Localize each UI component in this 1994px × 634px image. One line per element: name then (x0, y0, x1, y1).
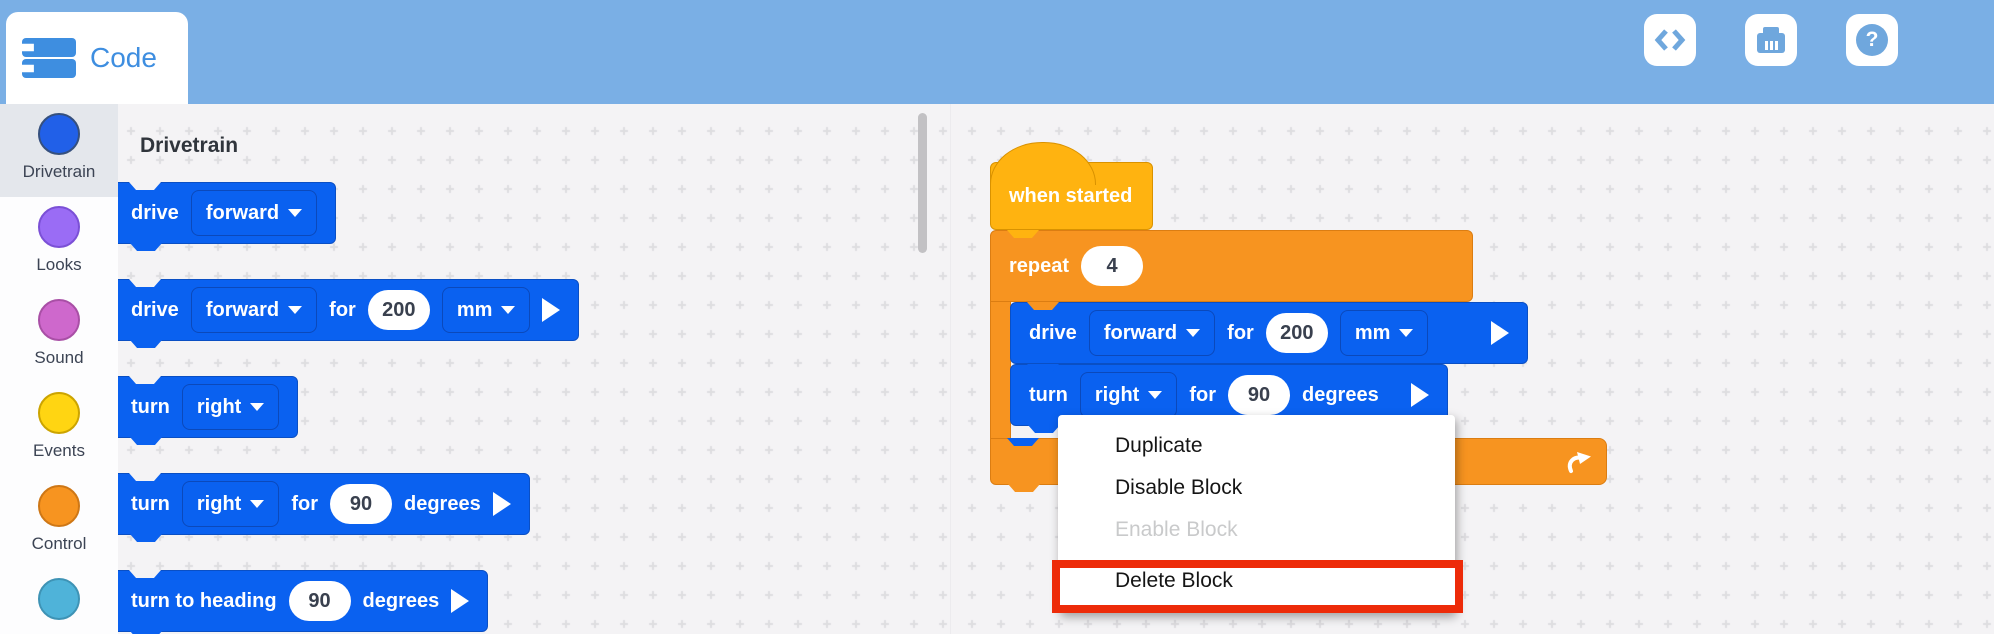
category-circle (38, 206, 80, 248)
sidebar-item-partial[interactable] (0, 569, 118, 634)
palette-block[interactable]: drive forward for 200 mm (112, 279, 580, 341)
palette-block[interactable]: turn to heading 90 degrees (112, 570, 489, 632)
dropdown-value: right (196, 395, 242, 418)
tab-code-label: Code (90, 42, 157, 73)
brain-button[interactable] (1745, 14, 1797, 66)
distance-input[interactable]: 200 (367, 290, 430, 330)
brain-icon (1756, 27, 1786, 53)
angle-input[interactable]: 90 (330, 484, 392, 524)
palette-scrollbar[interactable] (918, 113, 927, 253)
category-circle (38, 113, 80, 155)
sidebar-item-looks[interactable]: Looks (0, 197, 118, 290)
block-label: drive (131, 201, 179, 224)
tab-code[interactable]: Code (6, 12, 188, 104)
menu-item-duplicate[interactable]: Duplicate (1115, 434, 1203, 457)
play-icon[interactable] (542, 298, 561, 322)
turn-direction-dropdown[interactable]: right (1079, 372, 1178, 418)
drive-block[interactable]: drive forward for 200 mm (1010, 302, 1528, 364)
menu-item-delete-block[interactable]: Delete Block (1115, 569, 1233, 592)
caret-down-icon (288, 209, 303, 217)
unit-dropdown[interactable]: mm (441, 287, 531, 333)
dropdown-value: mm (1354, 321, 1391, 344)
caret-down-icon (288, 306, 303, 314)
play-icon[interactable] (1491, 321, 1509, 345)
menu-item-disable-block[interactable]: Disable Block (1115, 476, 1243, 499)
turn-direction-dropdown[interactable]: right (181, 481, 280, 527)
caret-down-icon (1399, 329, 1414, 337)
direction-dropdown[interactable]: forward (190, 287, 318, 333)
caret-down-icon (250, 500, 265, 508)
block-label: turn (1029, 383, 1068, 406)
dropdown-value: mm (456, 298, 493, 321)
caret-down-icon (250, 403, 265, 411)
repeat-count-input[interactable]: 4 (1081, 246, 1144, 286)
category-label: Control (31, 534, 87, 553)
caret-down-icon (1148, 391, 1163, 399)
play-icon[interactable] (492, 492, 511, 516)
block-label: degrees (1302, 383, 1379, 406)
code-view-button[interactable] (1644, 14, 1696, 66)
block-label: degrees (362, 589, 440, 612)
menu-item-enable-block: Enable Block (1115, 518, 1238, 541)
play-icon[interactable] (1411, 383, 1429, 407)
dropdown-value: forward (205, 298, 280, 321)
block-label: degrees (404, 492, 481, 515)
category-label: Sound (34, 348, 84, 367)
question-mark-icon: ? (1856, 24, 1888, 56)
palette-heading: Drivetrain (140, 134, 239, 157)
caret-down-icon (501, 306, 516, 314)
palette-block[interactable]: turn right (112, 376, 299, 438)
block-label: repeat (1009, 254, 1070, 277)
block-label: turn (131, 492, 170, 515)
block-label: drive (1029, 321, 1077, 344)
angle-brackets-icon (1654, 29, 1686, 51)
heading-input[interactable]: 90 (288, 581, 351, 621)
category-label: Events (33, 441, 85, 460)
category-circle (38, 578, 80, 620)
dropdown-value: forward (205, 201, 280, 224)
dropdown-value: right (1094, 383, 1140, 406)
category-circle (38, 299, 80, 341)
block-label: for (1189, 383, 1216, 406)
play-icon[interactable] (451, 589, 470, 613)
direction-dropdown[interactable]: forward (1088, 310, 1216, 356)
block-label: for (329, 298, 356, 321)
caret-down-icon (1186, 329, 1201, 337)
sidebar-item-sound[interactable]: Sound (0, 290, 118, 383)
block-label: for (291, 492, 318, 515)
block-label: drive (131, 298, 179, 321)
turn-direction-dropdown[interactable]: right (181, 384, 280, 430)
blocks-icon (22, 36, 78, 80)
block-label: when started (1009, 184, 1133, 207)
dropdown-value: right (196, 492, 242, 515)
palette-block[interactable]: turn right for 90 degrees (112, 473, 530, 535)
palette-workspace-divider (950, 104, 951, 634)
app-header: Code ? (0, 0, 1994, 104)
palette-block[interactable]: drive forward (112, 182, 337, 244)
block-label: turn (131, 395, 170, 418)
block-label: turn to heading (131, 589, 277, 612)
loop-arrow-icon (1567, 451, 1591, 473)
sidebar-item-control[interactable]: Control (0, 476, 118, 569)
block-label: for (1227, 321, 1254, 344)
when-started-block[interactable]: when started (990, 142, 1153, 230)
category-circle (38, 392, 80, 434)
category-label: Looks (36, 255, 82, 274)
sidebar-item-drivetrain[interactable]: Drivetrain (0, 104, 118, 197)
sidebar-item-events[interactable]: Events (0, 383, 118, 476)
repeat-block-arm (990, 292, 1011, 444)
help-button[interactable]: ? (1846, 14, 1898, 66)
distance-input[interactable]: 200 (1265, 313, 1328, 353)
angle-input[interactable]: 90 (1228, 375, 1290, 415)
category-label: Drivetrain (22, 162, 96, 181)
repeat-block[interactable]: repeat 4 (990, 230, 1473, 302)
dropdown-value: forward (1103, 321, 1178, 344)
category-circle (38, 485, 80, 527)
unit-dropdown[interactable]: mm (1339, 310, 1429, 356)
direction-dropdown[interactable]: forward (190, 190, 318, 236)
